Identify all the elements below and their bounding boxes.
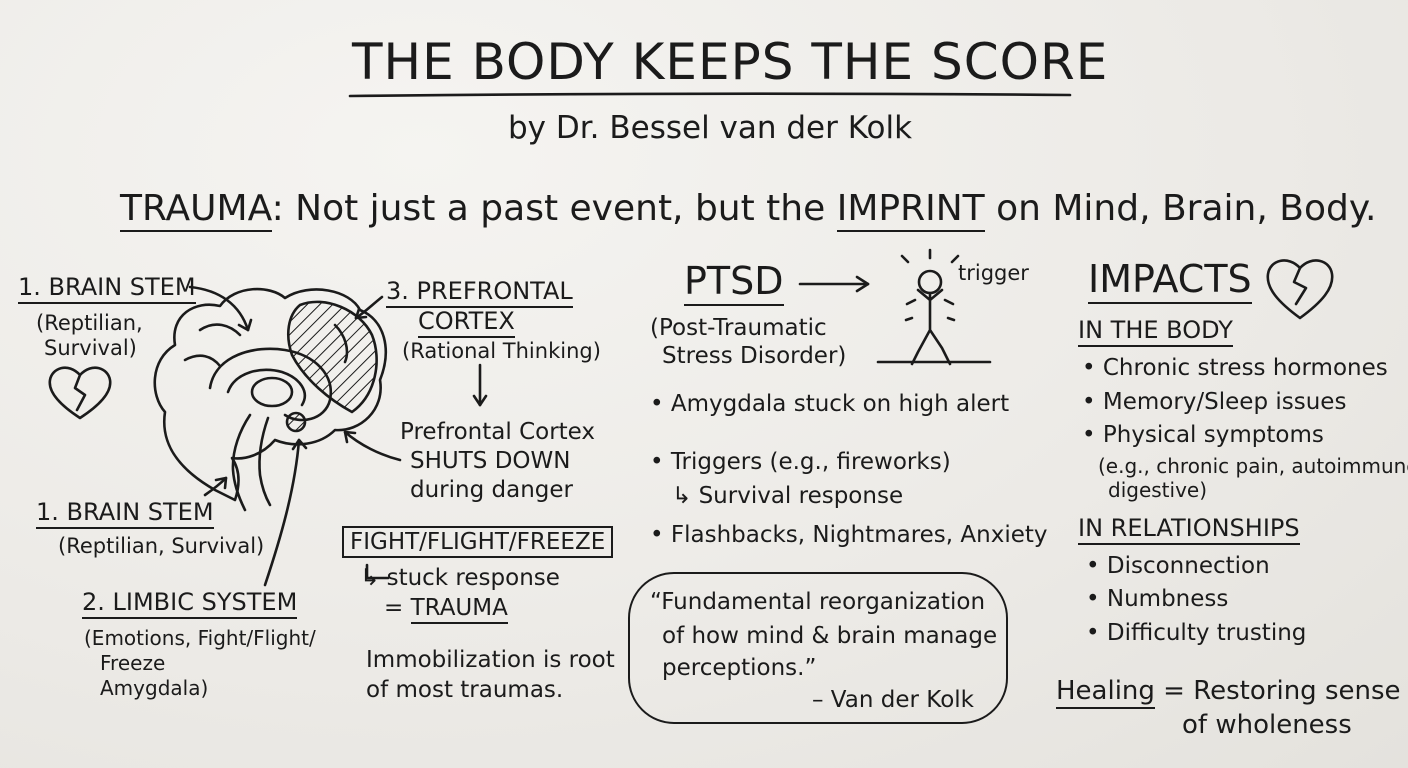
relationships-heading: IN RELATIONSHIPS	[1078, 514, 1300, 545]
rel-item-3: • Difficulty trusting	[1086, 620, 1307, 646]
body-note-2: digestive)	[1108, 478, 1208, 502]
quote-line-3: perceptions.”	[662, 655, 817, 681]
impacts-title: IMPACTS	[1088, 257, 1252, 304]
trauma-keyword: TRAUMA	[120, 188, 272, 232]
shutdown-line-2: SHUTS DOWN	[410, 448, 571, 474]
body-item-2: • Memory/Sleep issues	[1082, 389, 1347, 415]
prefrontal-sub: (Rational Thinking)	[402, 339, 601, 363]
body-item-1: • Chronic stress hormones	[1082, 355, 1388, 381]
definition-text-1: : Not just a past event, but the	[271, 188, 837, 229]
brainstem	[231, 413, 252, 512]
prefrontal-title-1: 3. PREFRONTAL	[386, 277, 573, 308]
prefrontal-label: 3. PREFRONTAL	[386, 277, 573, 308]
title-underline	[348, 92, 1072, 98]
author-byline: by Dr. Bessel van der Kolk	[508, 110, 913, 146]
limbic-label: 2. LIMBIC SYSTEM	[82, 588, 298, 619]
prefrontal-cortex-region	[286, 300, 378, 414]
relationships-heading-text: IN RELATIONSHIPS	[1078, 514, 1300, 545]
trauma-result: TRAUMA	[410, 595, 508, 624]
broken-heart-icon-right	[1266, 259, 1334, 320]
brain-stem-label-top: 1. BRAIN STEM	[18, 273, 196, 304]
ptsd-bullet-3: • Flashbacks, Nightmares, Anxiety	[650, 522, 1048, 548]
healing-line-2: of wholeness	[1182, 710, 1352, 740]
limbic-sub-2: Freeze	[100, 651, 166, 675]
broken-heart-icon-left	[48, 366, 112, 420]
limbic-title: 2. LIMBIC SYSTEM	[82, 588, 298, 619]
brain-stem-sub-1: (Reptilian,	[36, 311, 143, 335]
equals-sign: =	[384, 595, 411, 621]
equals-trauma: = TRAUMA	[384, 595, 508, 624]
limbic-sub-3: Amygdala)	[100, 676, 209, 700]
limbic-sub-1: (Emotions, Fight/Flight/	[84, 626, 316, 650]
quote-attribution: – Van der Kolk	[812, 687, 974, 713]
brain-stem-title-bottom: 1. BRAIN STEM	[36, 498, 214, 529]
brain-outline	[153, 287, 387, 502]
thalamus	[250, 376, 294, 408]
definition-text-2: on Mind, Brain, Body.	[984, 188, 1377, 229]
amygdala	[285, 411, 307, 433]
brain-stem-title-top: 1. BRAIN STEM	[18, 273, 196, 304]
body-note-1: (e.g., chronic pain, autoimmune,	[1098, 454, 1408, 478]
brain-stem-label-bottom: 1. BRAIN STEM	[36, 498, 214, 529]
healing-keyword: Healing	[1056, 676, 1155, 709]
body-item-3: • Physical symptoms	[1082, 422, 1324, 448]
ptsd-title: PTSD	[684, 259, 784, 306]
body-heading: IN THE BODY	[1078, 316, 1233, 347]
impacts-heading: IMPACTS	[1088, 257, 1252, 304]
body-heading-text: IN THE BODY	[1078, 316, 1233, 347]
arrow-stem-top	[188, 285, 250, 332]
prefrontal-title-2: CORTEX	[418, 307, 515, 338]
trigger-label: trigger	[958, 261, 1029, 285]
brain-stem-bottom-sub: (Reptilian, Survival)	[58, 534, 265, 558]
healing-line: Healing = Restoring sense	[1056, 676, 1401, 709]
ptsd-full-1: (Post-Traumatic	[650, 315, 827, 341]
ptsd-full-2: Stress Disorder)	[662, 343, 847, 369]
ptsd-bullet-1: • Amygdala stuck on high alert	[650, 391, 1010, 417]
ptsd-bullet-2: • Triggers (e.g., fireworks)	[650, 449, 951, 475]
prefrontal-label-2: CORTEX	[418, 307, 515, 338]
fight-flight-freeze-box: FIGHT/FLIGHT/FREEZE	[342, 526, 614, 559]
quote-bubble	[628, 572, 1008, 724]
quote-line-1: “Fundamental reorganization	[650, 589, 986, 615]
trauma-definition: TRAUMA: Not just a past event, but the I…	[120, 188, 1377, 232]
healing-definition: = Restoring sense	[1154, 676, 1401, 706]
brain-diagram	[153, 287, 387, 512]
shutdown-line-3: during danger	[410, 477, 573, 503]
ptsd-heading: PTSD	[684, 259, 784, 306]
shutdown-line-1: Prefrontal Cortex	[400, 419, 596, 445]
ptsd-bullet-2-sub: ↳ Survival response	[672, 483, 904, 509]
quote-line-2: of how mind & brain manage	[662, 623, 998, 649]
rel-item-1: • Disconnection	[1086, 553, 1270, 579]
brain-stem-sub-2: Survival)	[44, 336, 137, 360]
imprint-keyword: IMPRINT	[836, 188, 985, 232]
rel-item-2: • Numbness	[1086, 586, 1229, 612]
stuck-response: ↳ stuck response	[360, 565, 560, 591]
page-title: THE BODY KEEPS THE SCORE	[352, 33, 1109, 91]
immobilization-note-2: of most traumas.	[366, 677, 564, 703]
immobilization-note-1: Immobilization is root	[366, 647, 615, 673]
